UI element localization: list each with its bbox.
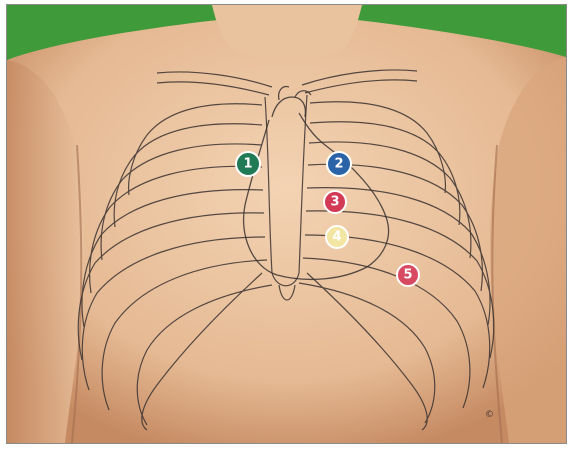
chest-illustration: 1 2 3 4 5 © [7,5,566,443]
marker-2-label: 2 [334,157,343,172]
marker-5[interactable]: 5 [397,264,419,286]
marker-2[interactable]: 2 [327,152,351,176]
marker-1[interactable]: 1 [236,152,260,176]
marker-1-label: 1 [243,157,252,172]
watermark-glyph: © [485,410,494,420]
marker-4-label: 4 [332,230,341,245]
marker-5-label: 5 [403,268,412,283]
marker-3-label: 3 [330,195,339,210]
torso [7,5,566,443]
chest-illustration-frame: 1 2 3 4 5 © [6,4,567,444]
marker-3[interactable]: 3 [324,191,346,213]
marker-4[interactable]: 4 [326,226,348,248]
